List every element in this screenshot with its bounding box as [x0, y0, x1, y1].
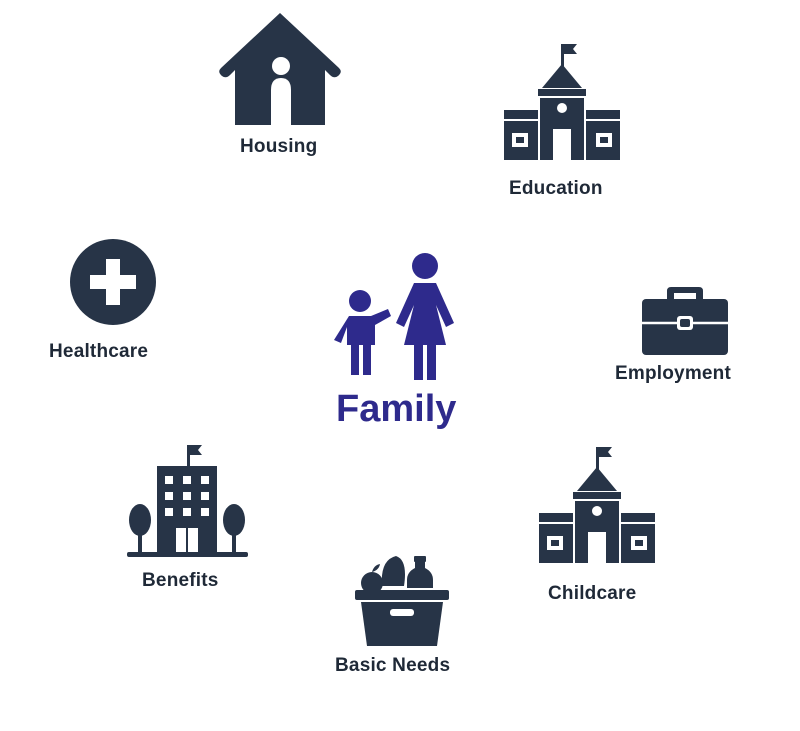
healthcare-label: Healthcare [49, 341, 149, 362]
employment-node: Employment [610, 280, 760, 390]
childcare-label: Childcare [548, 583, 637, 604]
benefits-label: Benefits [142, 570, 219, 591]
education-node: Education [495, 40, 635, 210]
briefcase-icon [642, 287, 728, 355]
education-label: Education [509, 178, 603, 199]
parent-child-icon [334, 253, 454, 380]
benefits-node: Benefits [120, 440, 260, 600]
grocery-basket-icon [355, 556, 449, 646]
family-node: Family [320, 250, 480, 440]
housing-node: Housing [210, 10, 350, 170]
employment-label: Employment [615, 363, 732, 384]
school-icon [539, 447, 655, 563]
healthcare-node: Healthcare [45, 235, 175, 365]
office-building-icon [127, 445, 248, 557]
childcare-node: Childcare [530, 440, 670, 615]
housing-label: Housing [240, 136, 318, 157]
center-label: Family [336, 388, 457, 430]
medical-cross-icon [70, 239, 156, 325]
house-icon [219, 13, 341, 128]
basic-needs-label: Basic Needs [335, 655, 451, 676]
basic-needs-node: Basic Needs [330, 550, 475, 685]
school-icon [504, 44, 620, 160]
